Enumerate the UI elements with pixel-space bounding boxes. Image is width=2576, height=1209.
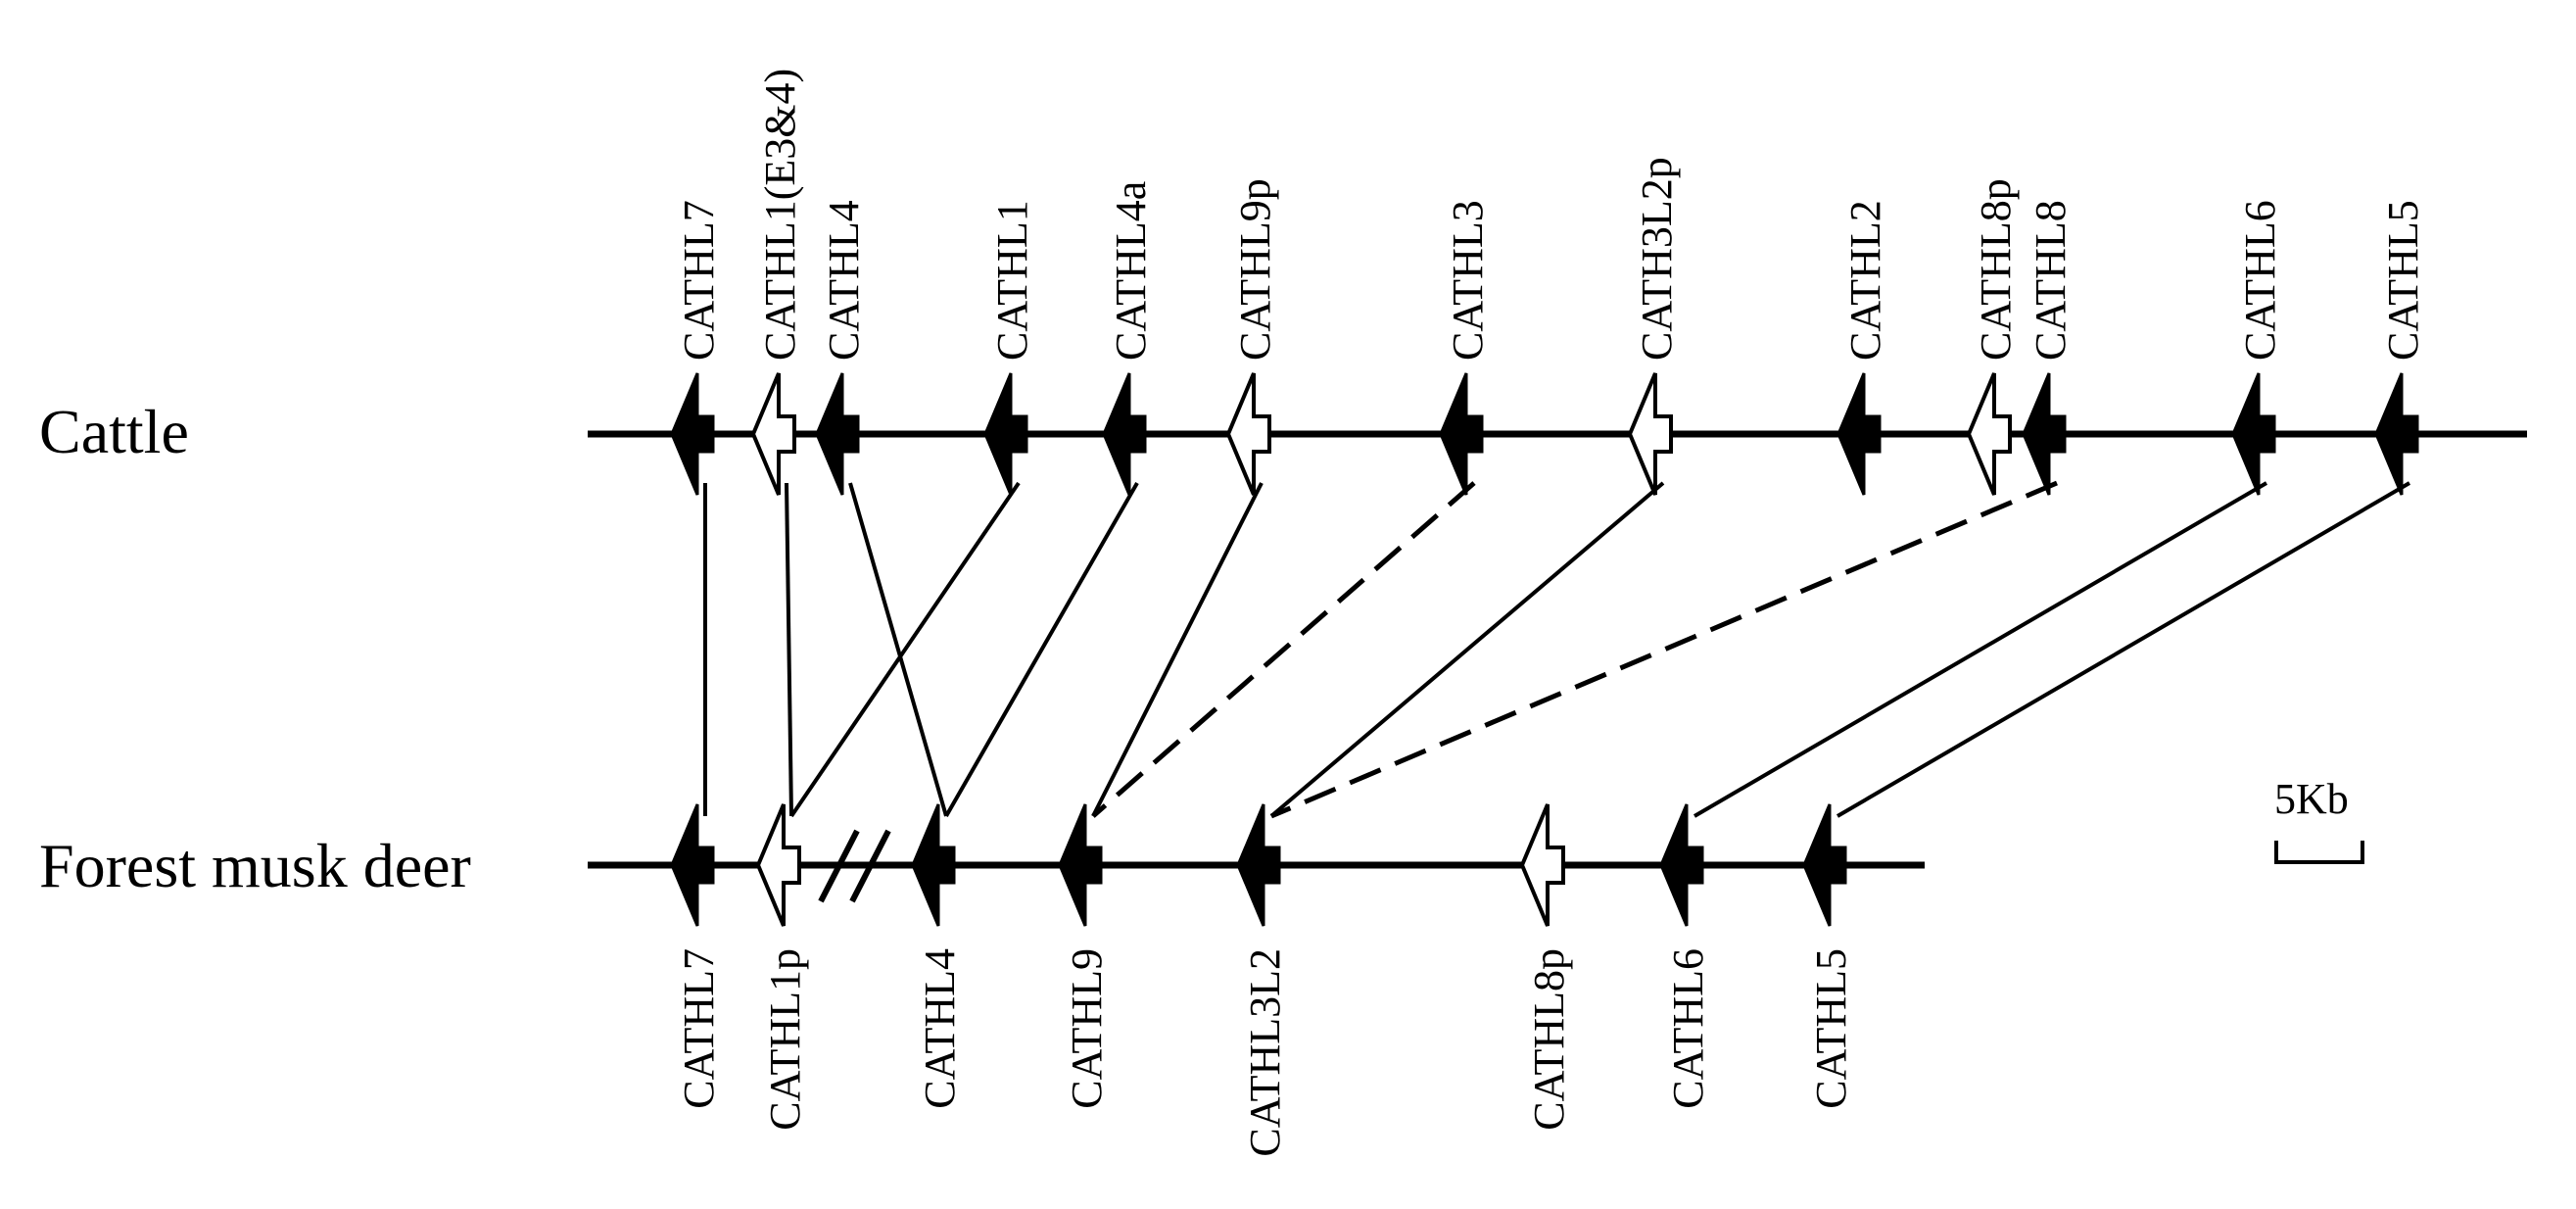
gene-arrow-bottom-cathl1p (755, 803, 801, 927)
gene-label-top-cathl5: CATHL5 (2379, 200, 2427, 361)
homology-link-cathl8-to-cathl3l2 (1270, 480, 2058, 819)
homology-link-cathl3-to-cathl9 (1091, 481, 1476, 818)
gene-arrow-top-cathl9p (1225, 372, 1271, 496)
homology-link-cathl4a-to-cathl4 (944, 482, 1139, 817)
gene-label-top-cathl8: CATHL8 (2027, 200, 2075, 361)
gene-label-top-cathl1: CATHL1 (988, 200, 1036, 361)
gene-label-top-cathl7: CATHL7 (675, 200, 723, 361)
gene-arrow-bottom-cathl6 (1659, 803, 1704, 927)
gene-label-bottom-cathl3l2: CATHL3L2 (1241, 948, 1289, 1157)
gene-label-top-cathl6: CATHL6 (2236, 200, 2284, 361)
gene-arrow-top-cathl7 (670, 372, 715, 496)
gene-label-top-cathl3: CATHL3 (1444, 200, 1492, 361)
gene-label-bottom-cathl9: CATHL9 (1063, 948, 1111, 1109)
species-label-top: Cattle (39, 397, 189, 466)
gene-label-bottom-cathl7: CATHL7 (675, 948, 723, 1109)
gene-arrows (670, 372, 2419, 927)
gene-label-bottom-cathl1p: CATHL1p (761, 948, 809, 1131)
gene-arrow-bottom-cathl5 (1802, 803, 1847, 927)
gene-arrow-top-cathl4 (815, 372, 860, 496)
gene-arrow-bottom-cathl4 (911, 803, 956, 927)
gene-label-bottom-cathl6: CATHL6 (1664, 948, 1712, 1109)
gene-arrow-top-cathl1 (983, 372, 1028, 496)
homology-links (703, 480, 2411, 819)
gene-label-top-cathl4: CATHL4 (820, 200, 868, 361)
gene-arrow-bottom-cathl3l2 (1236, 803, 1281, 927)
gene-label-top-cathl4a: CATHL4a (1107, 181, 1155, 361)
gene-arrow-top-cathl8p (1966, 372, 2012, 496)
homology-link-cathl1e-to-cathl1p (785, 482, 793, 817)
gene-label-top-cath3l2p: CATH3L2p (1633, 157, 1681, 361)
gene-label-bottom-cathl5: CATHL5 (1807, 948, 1855, 1109)
gene-label-top-cathl8p: CATHL8p (1972, 178, 2020, 361)
gene-arrow-top-cathl5 (2374, 372, 2419, 496)
gene-label-top-cathl1e: CATHL1(E3&4) (756, 69, 804, 361)
species-label-bottom: Forest musk deer (39, 831, 471, 900)
scale-bar: 5Kb (2274, 775, 2364, 864)
gene-arrow-bottom-cathl8p (1519, 803, 1565, 927)
gene-arrow-bottom-cathl9 (1058, 803, 1103, 927)
homology-link-cathl6-to-cathl6 (1693, 481, 2268, 818)
homology-link-cathl9p-to-cathl9 (1091, 482, 1264, 817)
gene-arrow-top-cath3l2p (1627, 372, 1673, 496)
gene-arrow-top-cathl4a (1102, 372, 1147, 496)
gene-arrow-bottom-cathl7 (670, 803, 715, 927)
homology-link-cathl4-to-cathl4 (848, 482, 948, 817)
gene-label-top-cathl9p: CATHL9p (1231, 178, 1279, 361)
gene-arrow-top-cathl8 (2022, 372, 2067, 496)
homology-link-cathl5-to-cathl5 (1836, 481, 2411, 818)
gene-arrow-top-cathl6 (2231, 372, 2276, 496)
gene-arrow-top-cathl3 (1439, 372, 1484, 496)
gene-arrow-top-cathl1e (750, 372, 796, 496)
gene-label-bottom-cathl4: CATHL4 (916, 948, 964, 1109)
gene-label-bottom-cathl8p: CATHL8p (1525, 948, 1573, 1131)
homology-link-cathl1-to-cathl1p (789, 481, 1021, 818)
gene-arrow-top-cathl2 (1837, 372, 1882, 496)
gene-label-top-cathl2: CATHL2 (1841, 200, 1889, 361)
sequence-break-mark (818, 829, 891, 903)
homology-link-cath3l2p-to-cathl3l2 (1269, 481, 1665, 818)
scale-bar-label: 5Kb (2274, 775, 2349, 823)
